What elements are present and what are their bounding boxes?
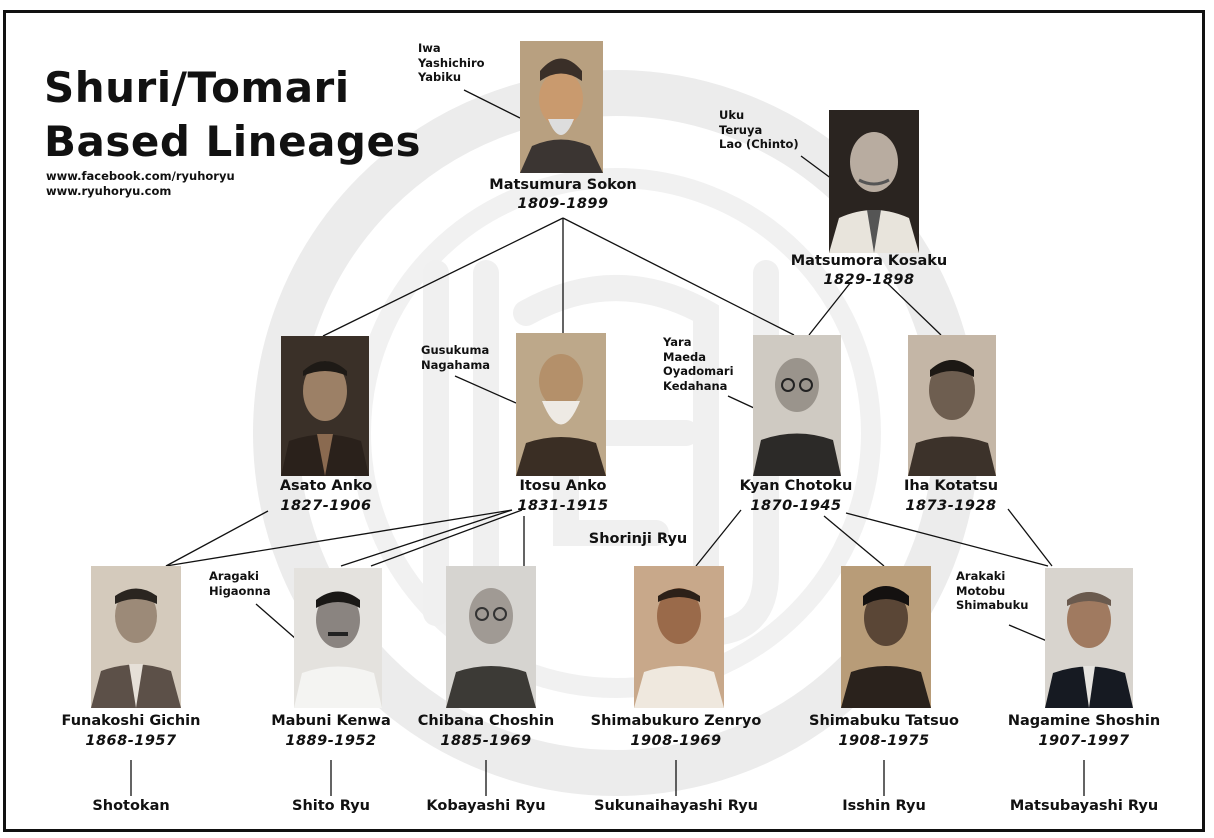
website-link[interactable]: www.ryuhoryu.com: [46, 184, 172, 198]
years-nagamine-shoshin: 1907-1997: [1038, 733, 1130, 749]
name-shimabuku-tatsuo: Shimabuku Tatsuo: [809, 713, 959, 729]
style-shotokan: Shotokan: [92, 798, 170, 814]
years-iha-kotatsu: 1873-1928: [905, 498, 997, 514]
source-links: www.facebook.com/ryuhoryu www.ryuhoryu.c…: [46, 169, 235, 199]
years-matsumura-sokon: 1809-1899: [517, 196, 609, 212]
name-itosu-anko: Itosu Anko: [519, 478, 607, 494]
name-asato-anko: Asato Anko: [279, 478, 373, 494]
title-line-1: Shuri/Tomari: [44, 63, 350, 112]
name-mabuni-kenwa: Mabuni Kenwa: [271, 713, 391, 729]
portrait-mabuni-kenwa: [294, 568, 382, 708]
portrait-iha-kotatsu: [908, 335, 996, 476]
name-matsumura-sokon: Matsumura Sokon: [489, 177, 637, 193]
style-isshin-ryu: Isshin Ryu: [842, 798, 926, 814]
portrait-chibana-choshin: [446, 566, 536, 708]
name-chibana-choshin: Chibana Choshin: [417, 713, 555, 729]
style-kobayashi-ryu: Kobayashi Ryu: [426, 798, 546, 814]
portrait-nagamine-shoshin: [1045, 568, 1133, 708]
lineage-connector-lines: [130, 89, 1085, 796]
portrait-matsumura-sokon: [520, 41, 603, 173]
portrait-shimabukuro-zenryo: [634, 566, 724, 708]
name-matsumora-kosaku: Matsumora Kosaku: [790, 253, 948, 269]
diagram-title: Shuri/Tomari Based Lineages: [44, 61, 421, 169]
years-shimabuku-tatsuo: 1908-1975: [838, 733, 930, 749]
years-funakoshi-gichin: 1868-1957: [85, 733, 177, 749]
name-nagamine-shoshin: Nagamine Shoshin: [1007, 713, 1161, 729]
portrait-funakoshi-gichin: [91, 566, 181, 708]
facebook-link[interactable]: www.facebook.com/ryuhoryu: [46, 169, 235, 183]
name-shimabukuro-zenryo: Shimabukuro Zenryo: [590, 713, 762, 729]
years-itosu-anko: 1831-1915: [517, 498, 609, 514]
name-kyan-chotoku: Kyan Chotoku: [739, 478, 853, 494]
diagram-frame: Shuri/Tomari Based Lineages www.facebook…: [3, 10, 1205, 832]
years-shimabukuro-zenryo: 1908-1969: [630, 733, 722, 749]
style-shito-ryu: Shito Ryu: [292, 798, 370, 814]
style-matsubayashi-ryu: Matsubayashi Ryu: [1009, 798, 1159, 814]
years-chibana-choshin: 1885-1969: [440, 733, 532, 749]
portrait-shimabuku-tatsuo: [841, 566, 931, 708]
years-kyan-chotoku: 1870-1945: [750, 498, 842, 514]
style-sukunaihayashi-ryu: Sukunaihayashi Ryu: [594, 798, 758, 814]
portrait-matsumora-kosaku: [829, 110, 919, 253]
portrait-kyan-chotoku: [753, 335, 841, 476]
branch-label-shorinji-ryu: Shorinji Ryu: [588, 531, 688, 547]
portrait-itosu-anko: [516, 333, 606, 476]
title-line-2: Based Lineages: [44, 117, 421, 166]
name-funakoshi-gichin: Funakoshi Gichin: [61, 713, 201, 729]
years-matsumora-kosaku: 1829-1898: [823, 272, 915, 288]
name-iha-kotatsu: Iha Kotatsu: [903, 478, 999, 494]
years-mabuni-kenwa: 1889-1952: [285, 733, 377, 749]
years-asato-anko: 1827-1906: [280, 498, 372, 514]
portrait-asato-anko: [281, 336, 369, 476]
